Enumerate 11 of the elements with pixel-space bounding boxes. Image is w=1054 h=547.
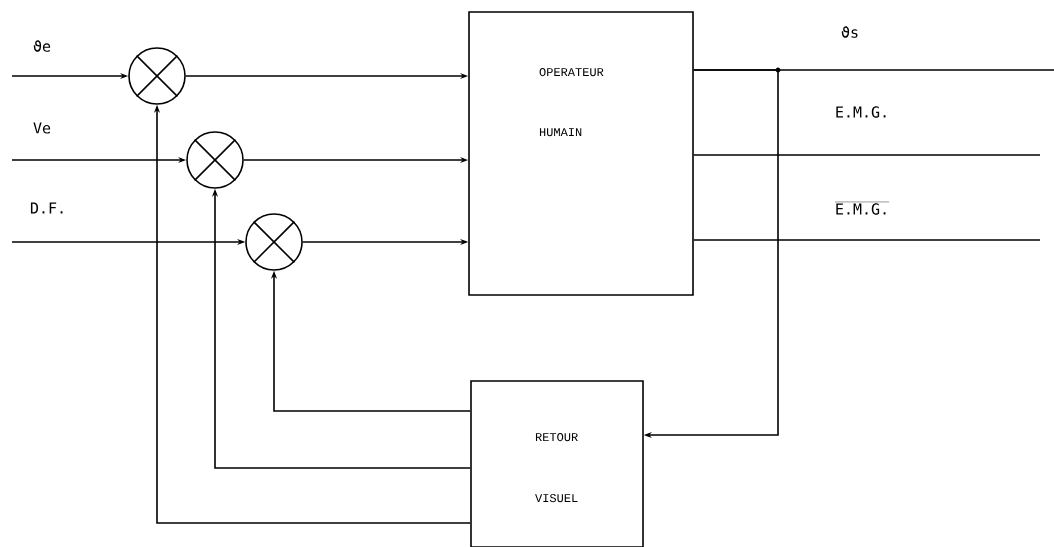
edge-label: Ve [32,121,53,135]
summing-junction [186,131,244,189]
edge-label: ϑs [840,25,861,39]
edge-label: E.M.G. [833,105,891,119]
process-box: RETOUR VISUEL [470,380,644,547]
edge-label: ϑe [32,39,53,53]
summing-junction [245,213,303,271]
edge-label: E.M.G. [833,200,891,216]
edge-label: D.F. [28,201,68,215]
summing-junction [128,47,186,105]
process-box: OPERATEUR HUMAIN [468,11,694,296]
